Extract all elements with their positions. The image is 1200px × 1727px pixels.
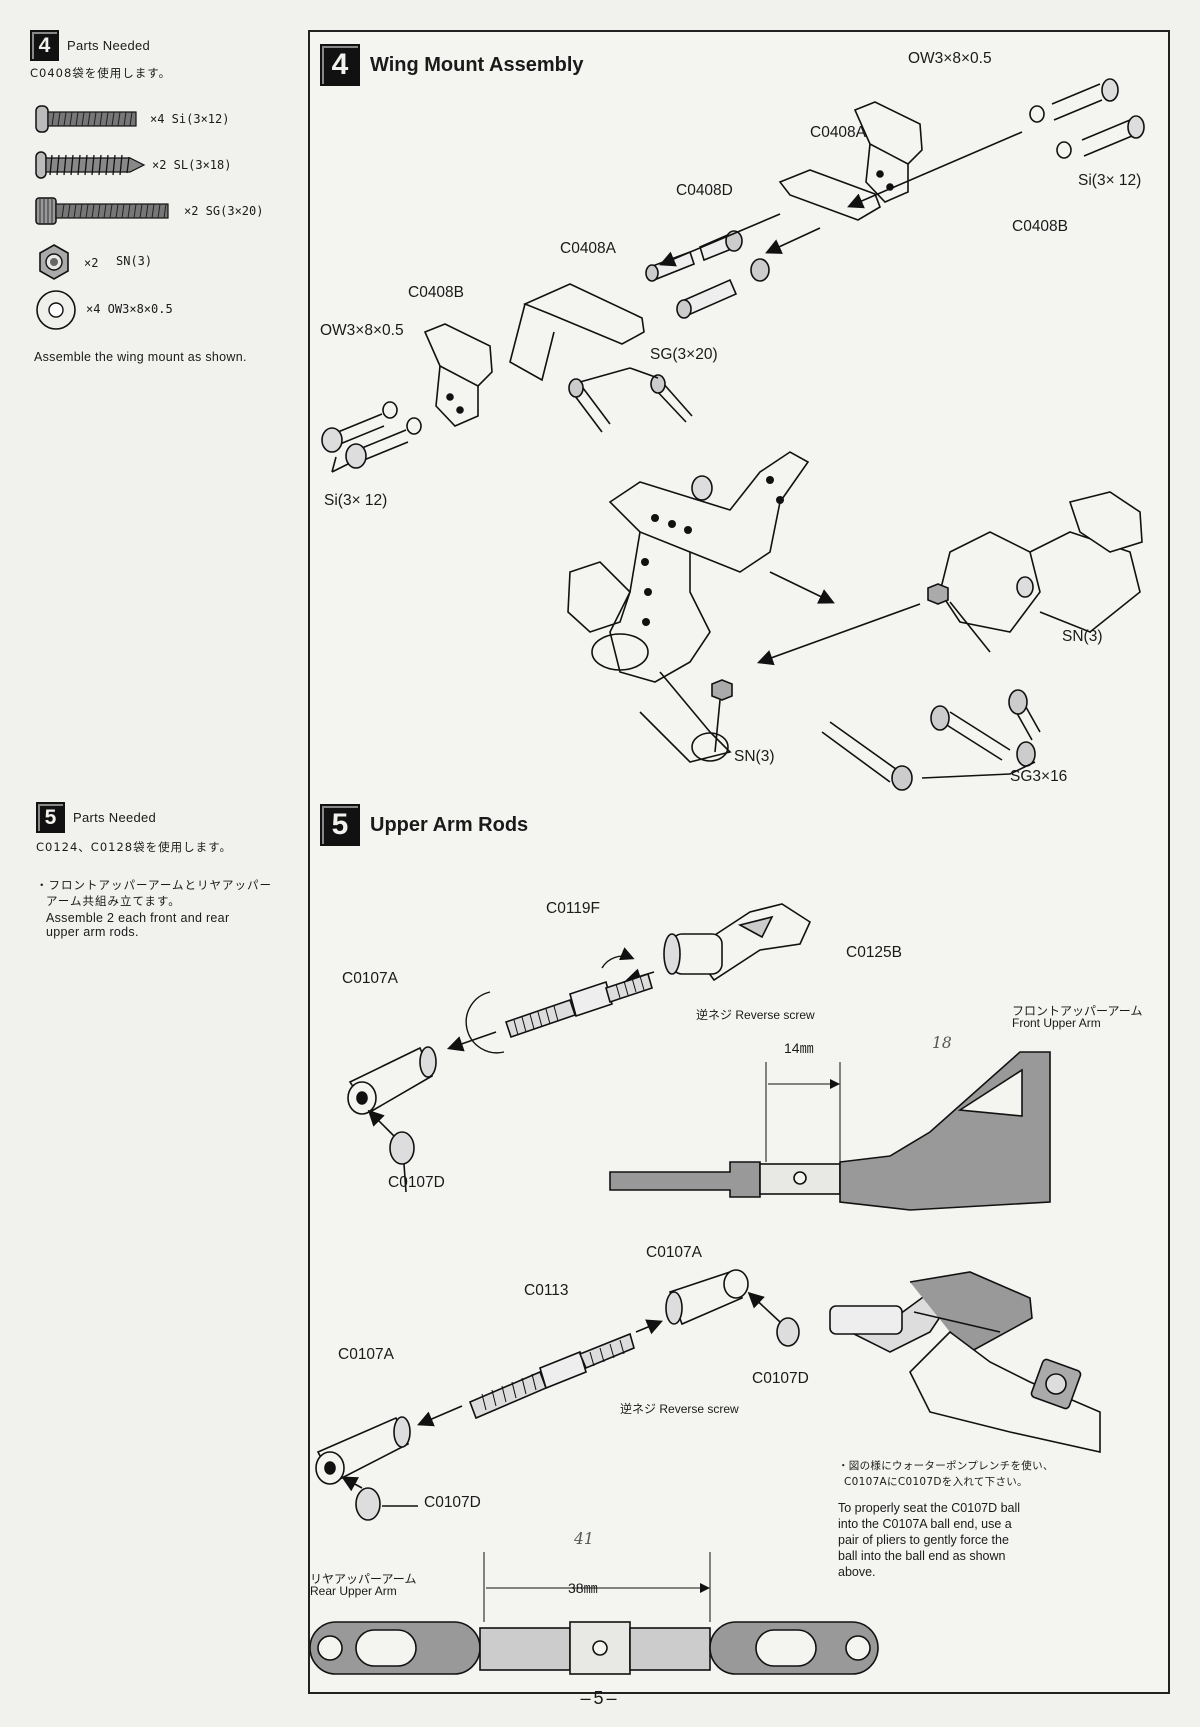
label-si-top: Si(3× 12)	[1078, 172, 1142, 189]
label-rear-arm: Rear Upper Arm	[310, 1584, 397, 1598]
tapping-screw-icon	[35, 151, 146, 179]
section5-title: 5 Upper Arm Rods	[320, 804, 528, 846]
label-c0408a-top: C0408A	[810, 124, 867, 141]
part-qty: ×2 SG(3×20)	[184, 204, 264, 218]
label-c0408a-mid: C0408A	[560, 240, 617, 257]
washer-icon	[36, 290, 76, 330]
label-rear-arm-jp: リヤアッパーアーム	[310, 1572, 417, 1586]
reverse-2-en: Reverse screw	[659, 1402, 739, 1416]
label-reverse-1: 逆ネジ Reverse screw	[696, 1006, 815, 1023]
part-sg-screw: ×2 SG(3×20)	[30, 192, 305, 232]
pliers-en-5: above.	[838, 1565, 876, 1579]
step5-badge: 5	[36, 802, 65, 833]
label-c0408b-left: C0408B	[408, 284, 465, 301]
reverse-2-jp: 逆ネジ	[620, 1402, 657, 1416]
pliers-jp-2: C0107AにC0107Dを入れて下さい。	[844, 1476, 1028, 1488]
rear-handwritten-note: 41	[574, 1530, 594, 1548]
step5-jp-instruction-1: ・フロントアッパーアームとリヤアッパー	[36, 878, 273, 892]
label-sn-bottom: SN(3)	[734, 748, 775, 765]
part-name: SN(3)	[116, 254, 153, 268]
label-c0125b: C0125B	[846, 944, 903, 961]
label-si-left: Si(3× 12)	[324, 492, 388, 509]
label-c0107d-3: C0107D	[424, 1494, 481, 1511]
part-si-screw: ×4 Si(3×12)	[30, 100, 305, 140]
reverse-1-en: Reverse screw	[735, 1008, 815, 1022]
step4-parts-heading: Parts Needed	[67, 38, 151, 53]
label-sg-bottom: SG3×16	[1010, 768, 1068, 785]
wing-mount-exploded-view	[321, 78, 1145, 791]
label-reverse-2: 逆ネジ Reverse screw	[620, 1400, 739, 1417]
label-sn-right: SN(3)	[1062, 628, 1103, 645]
step4-parts-header: 4 Parts Needed	[30, 30, 305, 61]
part-qty: ×4 Si(3×12)	[150, 112, 230, 126]
parts-sidebar: 4 Parts Needed C0408袋を使用します。 ×4 Si(3×12)	[30, 30, 305, 1680]
front-handwritten-note: 18	[932, 1034, 952, 1052]
label-front-arm: Front Upper Arm	[1012, 1016, 1101, 1030]
step4-bag-note: C0408袋を使用します。	[30, 66, 172, 80]
upper-arm-rods-view	[310, 903, 1101, 1675]
pliers-en-2: into the C0107A ball end, use a	[838, 1517, 1012, 1531]
step5-parts-block: 5 Parts Needed C0124、C0128袋を使用します。 ・フロント…	[36, 802, 272, 939]
part-sl-screw: ×2 SL(3×18)	[30, 146, 305, 186]
part-qty: ×4 OW3×8×0.5	[86, 302, 173, 316]
label-front-arm-jp: フロントアッパーアーム	[1012, 1004, 1143, 1018]
reverse-1-jp: 逆ネジ	[696, 1008, 733, 1022]
label-rear-dim: 38㎜	[568, 1580, 598, 1596]
step5-instruction-2: upper arm rods.	[46, 925, 139, 939]
step5-bag-note: C0124、C0128袋を使用します。	[36, 840, 232, 854]
section5-badge: 5	[320, 804, 360, 846]
label-c0119f: C0119F	[546, 900, 600, 917]
section5-title-text: Upper Arm Rods	[370, 813, 529, 836]
pliers-note: ・図の様にウォーターポンプレンチを使い、 C0107AにC0107Dを入れて下さ…	[838, 1458, 1158, 1580]
pliers-en-3: pair of pliers to gently force the	[838, 1533, 1009, 1547]
step4-badge: 4	[30, 30, 59, 61]
assembly-frame: 4 Wing Mount Assembly OW3×8×0.5 C0408A S…	[308, 30, 1170, 1694]
pliers-en-4: ball into the ball end as shown	[838, 1549, 1006, 1563]
label-c0107d-1: C0107D	[388, 1174, 445, 1191]
screw-icon	[35, 105, 137, 133]
section4-title-text: Wing Mount Assembly	[370, 53, 584, 76]
label-front-dim: 14㎜	[784, 1040, 814, 1056]
label-ow-left: OW3×8×0.5	[320, 322, 404, 339]
label-c0408d: C0408D	[676, 182, 733, 199]
section4-title: 4 Wing Mount Assembly	[320, 44, 584, 86]
assembly-illustrations	[310, 78, 1145, 1675]
step5-instruction-1: Assemble 2 each front and rear	[46, 911, 230, 925]
part-sn-nut: ×2 SN(3)	[30, 242, 305, 282]
section4-badge: 4	[320, 44, 360, 86]
label-c0107d-2: C0107D	[752, 1370, 809, 1387]
step4-instruction: Assemble the wing mount as shown.	[34, 350, 247, 364]
nut-icon	[39, 244, 69, 280]
label-c0107a-3: C0107A	[338, 1346, 395, 1363]
pliers-jp-1: ・図の様にウォーターポンプレンチを使い、	[838, 1460, 1054, 1472]
step5-parts-header: 5 Parts Needed	[36, 802, 272, 833]
part-qty: ×2	[84, 256, 99, 270]
step5-jp-instruction-2: アーム共組み立てます。	[46, 894, 181, 908]
label-sg: SG(3×20)	[650, 346, 718, 363]
label-ow-top: OW3×8×0.5	[908, 50, 992, 67]
step5-parts-heading: Parts Needed	[73, 810, 157, 825]
set-screw-icon	[35, 197, 169, 225]
label-c0107a-1: C0107A	[342, 970, 399, 987]
label-c0107a-2: C0107A	[646, 1244, 703, 1261]
part-ow-washer: ×4 OW3×8×0.5	[30, 288, 305, 330]
label-c0113: C0113	[524, 1282, 569, 1299]
page-number: –5–	[580, 1688, 620, 1708]
label-c0408b-top: C0408B	[1012, 218, 1069, 235]
part-qty: ×2 SL(3×18)	[152, 158, 232, 172]
pliers-en-1: To properly seat the C0107D ball	[838, 1501, 1021, 1515]
